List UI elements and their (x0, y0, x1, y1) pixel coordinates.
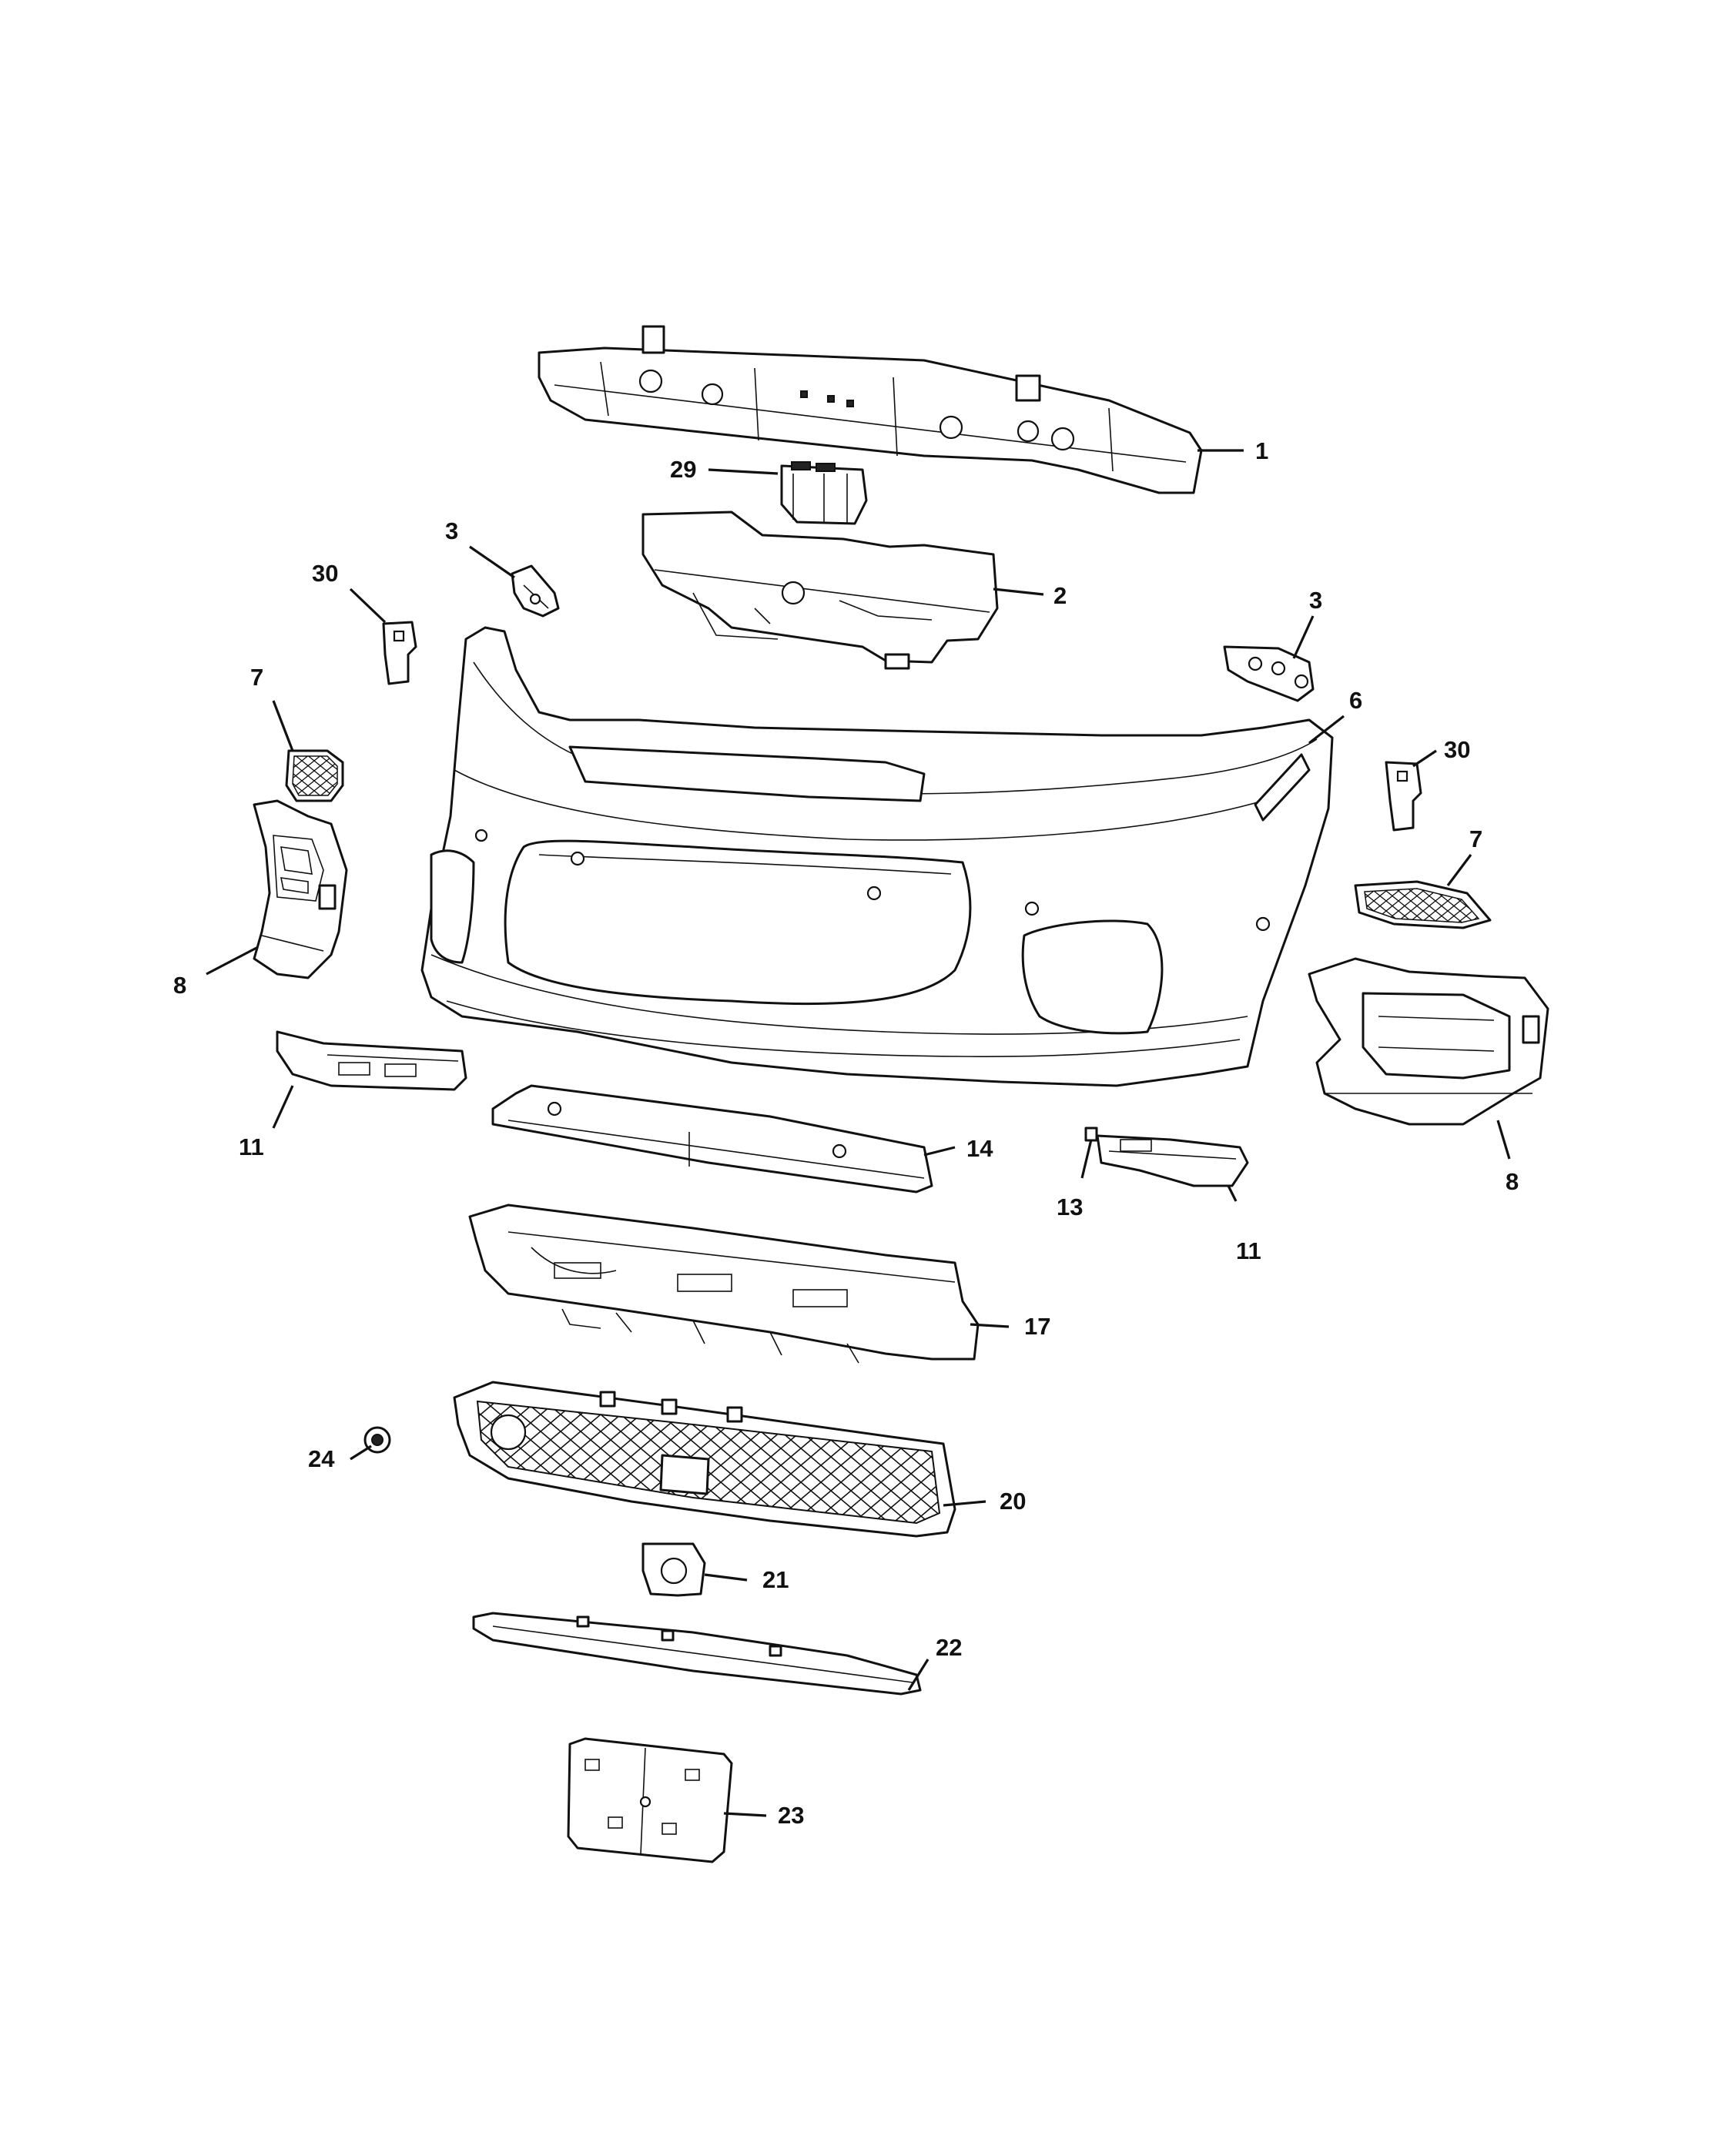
part-11-right-trim (1096, 1134, 1249, 1187)
callout-21: 21 (762, 1566, 789, 1593)
part-22-lower-strip (472, 1612, 922, 1696)
callout-8-right: 8 (1506, 1168, 1519, 1195)
callout-30-right: 30 (1444, 736, 1470, 763)
part-11-left-trim (276, 1030, 467, 1091)
part-7-right-grille (1354, 880, 1492, 929)
part-21-camera-bezel (641, 1542, 706, 1597)
part-14-lower-moulding (491, 1084, 933, 1194)
callout-23: 23 (778, 1802, 804, 1829)
callout-24: 24 (308, 1445, 335, 1472)
part-17-lower-support (468, 1204, 980, 1364)
callout-1: 1 (1255, 437, 1268, 464)
callout-29: 29 (670, 456, 696, 483)
part-23-license-bracket (567, 1737, 733, 1863)
part-1-reinforcement-beam (538, 325, 1203, 494)
callout-17: 17 (1024, 1313, 1050, 1340)
callout-2: 2 (1053, 582, 1067, 609)
callout-22: 22 (936, 1634, 962, 1661)
callout-labels: 1 29 2 3 3 30 30 6 7 7 8 8 11 14 13 11 1… (173, 437, 1519, 1829)
callout-11-right: 11 (1236, 1237, 1261, 1264)
part-29-bracket (780, 461, 868, 525)
callout-20: 20 (1000, 1488, 1026, 1515)
leader-lines (206, 449, 1511, 1817)
part-8-right-bezel (1308, 957, 1549, 1126)
callout-3-right: 3 (1309, 587, 1322, 614)
part-7-left-grille (285, 749, 344, 802)
part-30-left-clip (382, 621, 417, 685)
part-8-left-bezel (253, 799, 348, 979)
callout-7-left: 7 (250, 664, 263, 691)
part-3-left-bracket (511, 564, 560, 618)
callout-7-right: 7 (1469, 825, 1482, 852)
callout-6: 6 (1349, 687, 1362, 714)
part-20-grille (453, 1381, 956, 1538)
part-30-right-clip (1385, 761, 1422, 832)
callout-14: 14 (966, 1135, 993, 1162)
callout-11-left: 11 (239, 1133, 264, 1160)
callout-13: 13 (1057, 1194, 1083, 1220)
callout-3-left: 3 (445, 517, 458, 544)
part-13-clip (1084, 1127, 1098, 1142)
part-6-bumper-fascia (420, 626, 1334, 1087)
part-3-right-bracket (1223, 645, 1315, 702)
callout-30-left: 30 (312, 560, 338, 587)
callout-8-left: 8 (173, 972, 186, 999)
part-2-energy-absorber (641, 511, 999, 670)
